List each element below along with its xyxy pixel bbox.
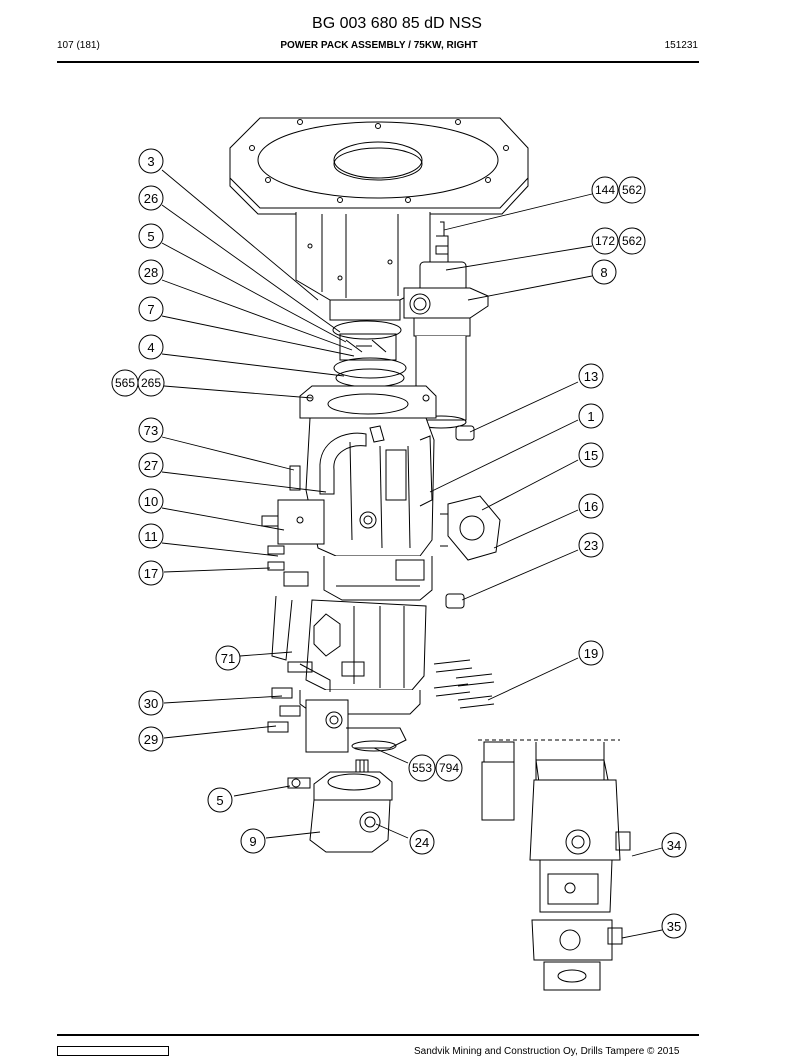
svg-text:5: 5	[147, 229, 154, 244]
svg-text:13: 13	[584, 369, 598, 384]
loose-bolts	[433, 425, 495, 709]
callout-17: 17	[138, 560, 164, 586]
callout-553: 553	[408, 754, 436, 782]
svg-text:29: 29	[144, 732, 158, 747]
document-id: BG 003 680 85 dD NSS	[312, 15, 482, 32]
svg-text:565: 565	[115, 376, 135, 390]
date-code: 151231	[664, 40, 698, 51]
callout-265: 265	[137, 369, 165, 397]
svg-text:23: 23	[584, 538, 598, 553]
callout-28: 28	[138, 259, 164, 285]
page-number: 107 (181)	[57, 40, 100, 51]
callout-8: 8	[591, 259, 617, 285]
callout-19: 19	[578, 640, 604, 666]
second-pump	[271, 595, 427, 691]
callout-15: 15	[578, 442, 604, 468]
svg-text:4: 4	[147, 340, 154, 355]
svg-text:73: 73	[144, 423, 158, 438]
callout-562-a: 562	[618, 176, 646, 204]
svg-text:34: 34	[667, 838, 681, 853]
svg-text:19: 19	[584, 646, 598, 661]
callout-562-b: 562	[618, 227, 646, 255]
main-pump-body	[305, 417, 435, 557]
callout-7: 7	[138, 296, 164, 322]
callout-11: 11	[138, 523, 164, 549]
svg-text:26: 26	[144, 191, 158, 206]
svg-text:35: 35	[667, 919, 681, 934]
gear-pump	[287, 759, 393, 853]
svg-text:5: 5	[216, 793, 223, 808]
callout-13: 13	[578, 363, 604, 389]
callout-3: 3	[138, 148, 164, 174]
callout-10: 10	[138, 488, 164, 514]
callout-27: 27	[138, 452, 164, 478]
callout-9: 9	[240, 828, 266, 854]
callout-144: 144	[591, 176, 619, 204]
callout-16: 16	[578, 493, 604, 519]
callout-794: 794	[435, 754, 463, 782]
callout-30: 30	[138, 690, 164, 716]
svg-text:3: 3	[147, 154, 154, 169]
svg-text:15: 15	[584, 448, 598, 463]
flange-clamp	[440, 495, 501, 561]
section-title: POWER PACK ASSEMBLY / 75KW, RIGHT	[280, 40, 478, 51]
callout-23: 23	[578, 532, 604, 558]
svg-text:8: 8	[600, 265, 607, 280]
footer-rule	[57, 1034, 699, 1036]
svg-text:562: 562	[622, 234, 642, 248]
mid-adapter	[323, 556, 433, 601]
svg-text:144: 144	[595, 183, 615, 197]
svg-text:30: 30	[144, 696, 158, 711]
svg-text:7: 7	[147, 302, 154, 317]
control-block	[261, 465, 325, 587]
svg-text:17: 17	[144, 566, 158, 581]
svg-text:11: 11	[144, 529, 158, 544]
svg-text:562: 562	[622, 183, 642, 197]
callout-565: 565	[111, 369, 139, 397]
leader-lines	[161, 169, 663, 939]
inset-view	[478, 739, 631, 991]
svg-text:794: 794	[439, 761, 459, 775]
callout-5-top: 5	[138, 223, 164, 249]
callout-5-bottom: 5	[207, 787, 233, 813]
svg-text:28: 28	[144, 265, 158, 280]
svg-text:9: 9	[249, 834, 256, 849]
callout-29: 29	[138, 726, 164, 752]
svg-text:10: 10	[144, 494, 158, 509]
company-logo	[57, 1046, 169, 1056]
svg-text:24: 24	[415, 835, 429, 850]
svg-text:16: 16	[584, 499, 598, 514]
callout-172: 172	[591, 227, 619, 255]
callout-1: 1	[578, 403, 604, 429]
main-pump-top	[299, 385, 437, 419]
header-rule	[57, 61, 699, 63]
svg-text:71: 71	[221, 651, 235, 666]
svg-text:553: 553	[412, 761, 432, 775]
callout-26: 26	[138, 185, 164, 211]
svg-text:265: 265	[141, 376, 161, 390]
svg-text:1: 1	[587, 409, 594, 424]
callout-34: 34	[661, 832, 687, 858]
callout-71: 71	[215, 645, 241, 671]
svg-text:27: 27	[144, 458, 158, 473]
svg-text:172: 172	[595, 234, 615, 248]
callout-35: 35	[661, 913, 687, 939]
lower-valve-block	[267, 661, 421, 753]
mounting-flange	[229, 117, 529, 215]
callout-4: 4	[138, 334, 164, 360]
callout-24: 24	[409, 829, 435, 855]
callout-balloons: 3 26 5 28 7 4 565 265 73 27 10 11 17 71 …	[111, 148, 687, 939]
footer-copyright: Sandvik Mining and Construction Oy, Dril…	[414, 1046, 680, 1057]
callout-73: 73	[138, 417, 164, 443]
